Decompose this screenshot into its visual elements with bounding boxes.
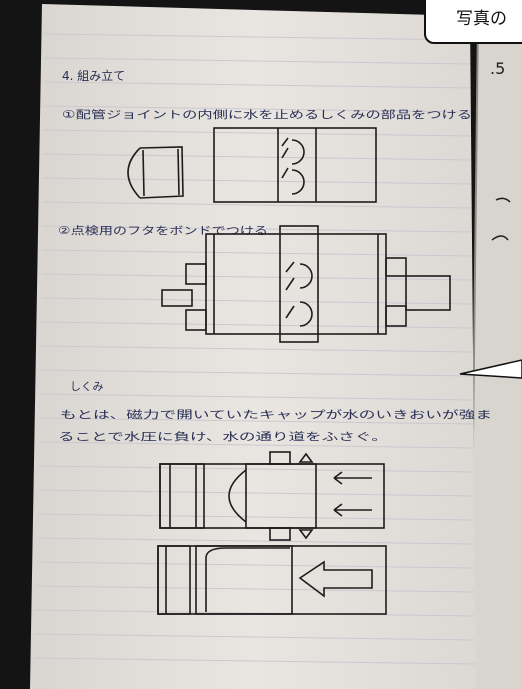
explain-line2: ることで水圧に負け、水の通り道をふさぐ。 [58,430,388,443]
drawing-step1 [127,127,377,203]
step2-text: ②点検用のフタをボンドでつける [58,224,268,237]
section-text: しくみ [70,380,103,393]
explain-line1: もとは、磁力で開いていたキャップが水のいきおいが強ま [60,408,492,421]
caption-bubble: 写真の [424,0,522,44]
ruled-lines [34,33,477,665]
notebook-page [30,4,476,689]
drawing-mechanism-closed [157,545,387,615]
heading-text: 4. 組み立て [62,68,125,83]
right-page-marks [491,197,511,241]
caption-text: 写真の [456,9,507,29]
right-page-number: .5 [490,59,505,78]
drawing-step2 [161,225,451,343]
drawing-mechanism-open [159,451,385,541]
step1-text: ①配管ジョイントの内側に水を止めるしくみの部品をつける [62,108,472,121]
right-page [470,18,522,689]
bubble-pointer [459,359,522,379]
